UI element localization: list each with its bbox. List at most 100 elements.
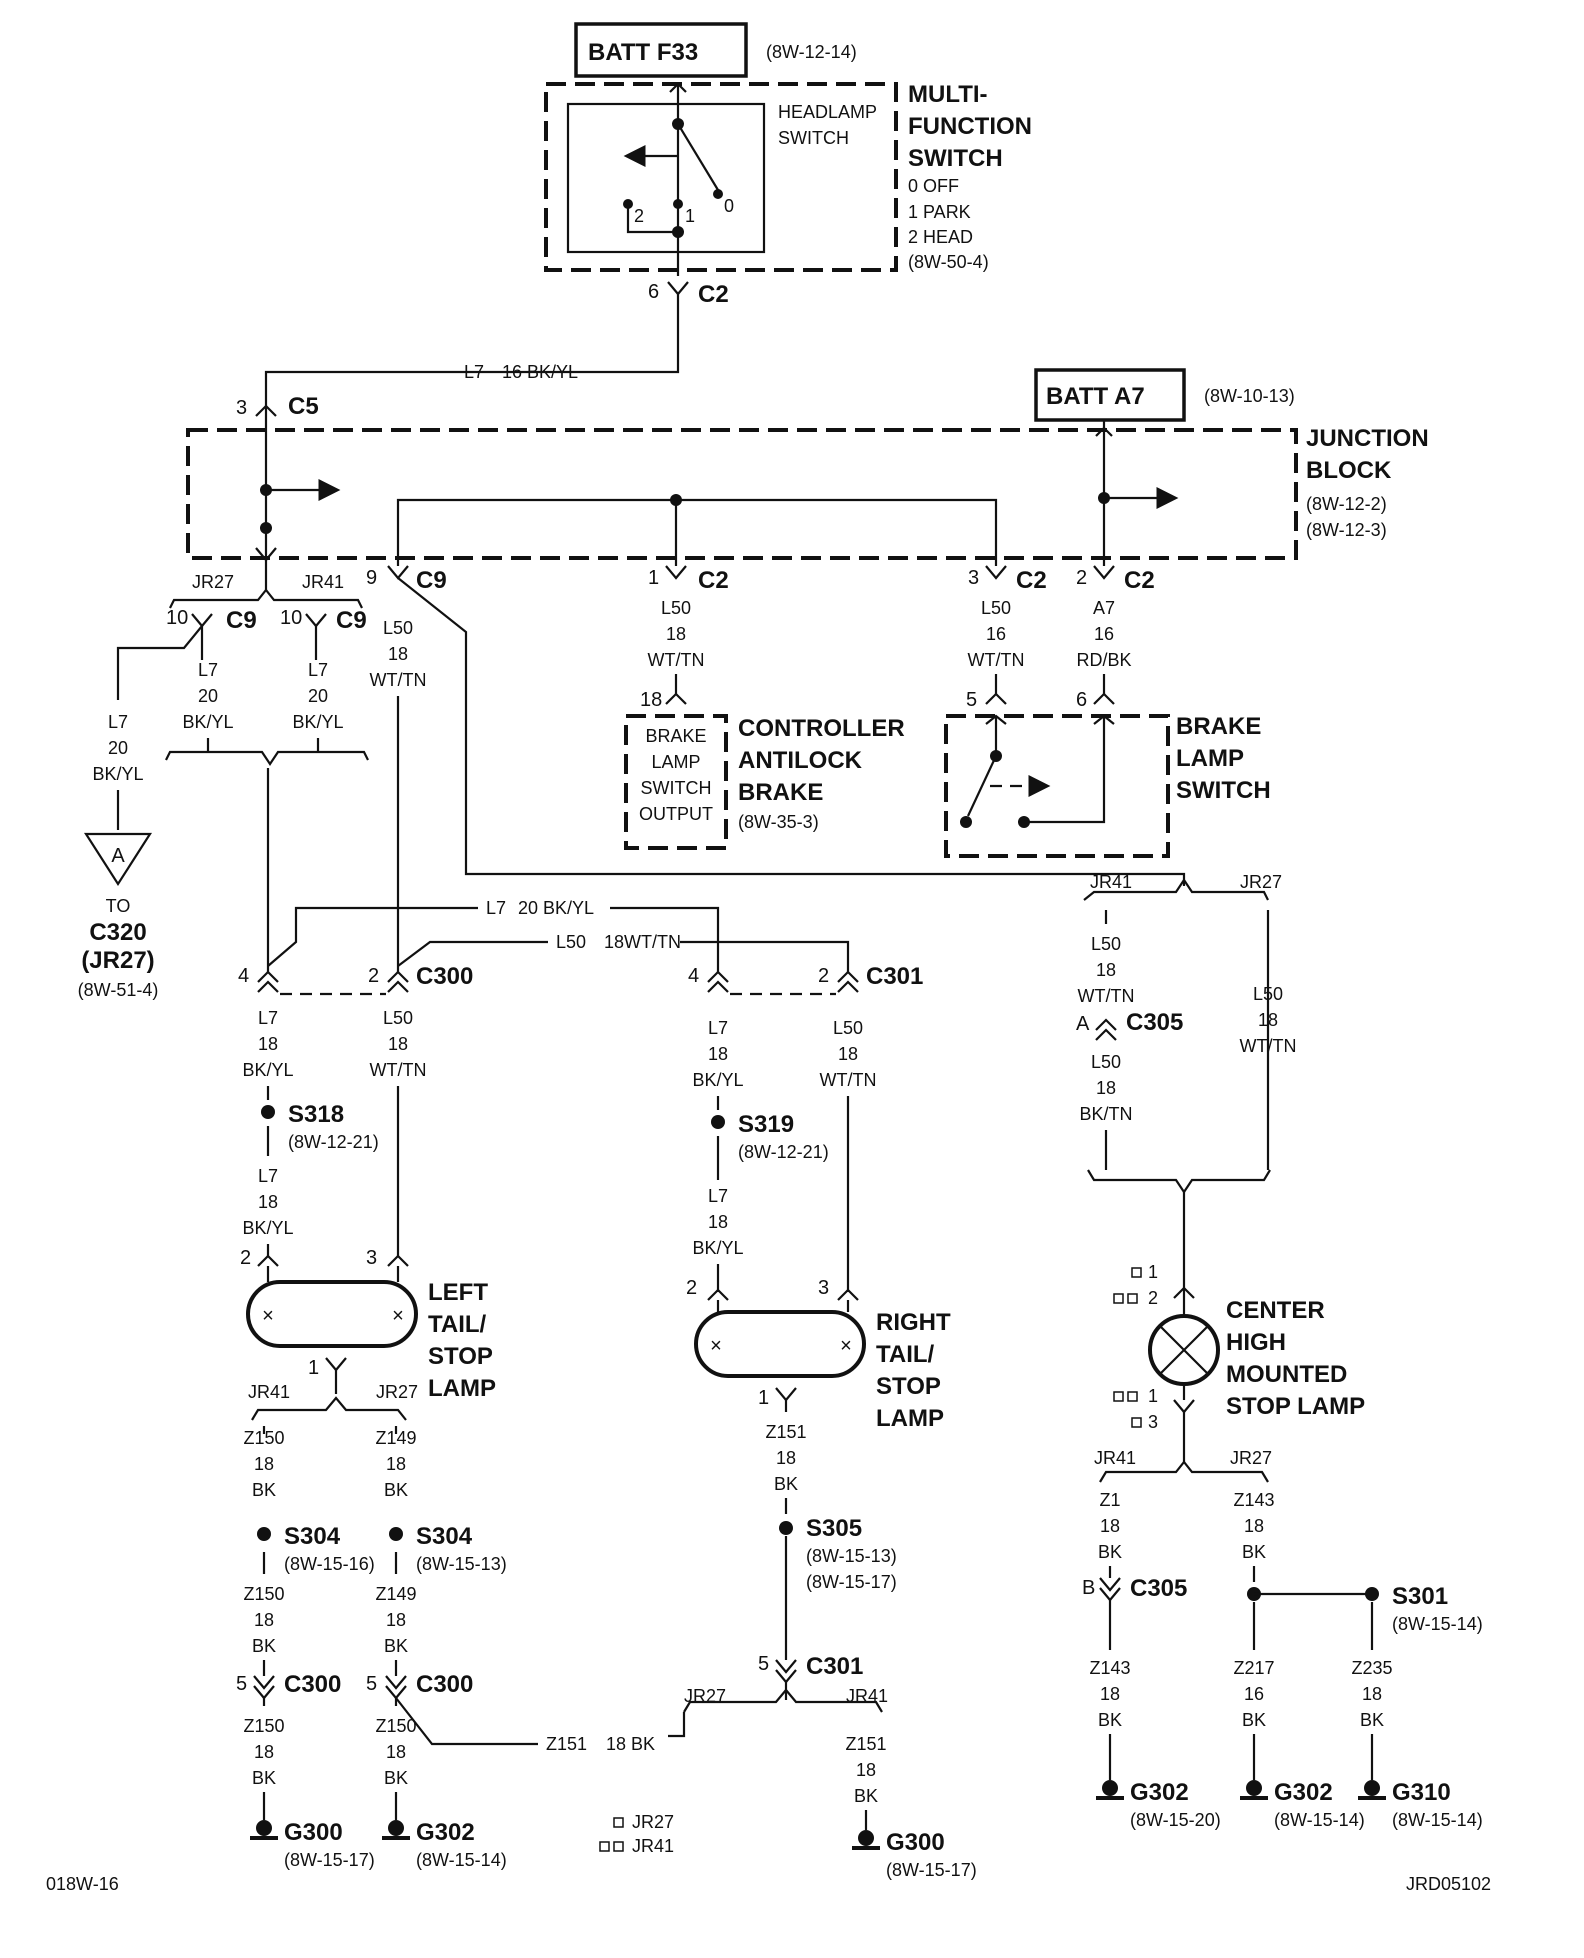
c2b-pin: 3 — [968, 567, 979, 589]
w-l50-18b-size: 18 — [838, 1044, 858, 1064]
c300b1-name: C300 — [284, 1671, 341, 1698]
w-bls1-id: L50 — [981, 598, 1011, 618]
conn-a-name: C320 — [89, 919, 146, 946]
rlamp-title-1: RIGHT — [876, 1309, 951, 1336]
c9-pin: 9 — [366, 567, 377, 589]
w-cab-size: 18 — [666, 624, 686, 644]
w-z1-size: 18 — [1100, 1516, 1120, 1536]
w-z151b-size: 18 — [856, 1760, 876, 1780]
ground-g302-left: G302 (8W-15-14) — [382, 1819, 507, 1870]
c9l-pin-2: 10 — [280, 607, 302, 629]
g310-ref: (8W-15-14) — [1392, 1810, 1483, 1830]
splice-s318-dot — [261, 1105, 275, 1119]
w-z149a-id: Z149 — [375, 1428, 416, 1448]
w-z150a-size: 18 — [254, 1454, 274, 1474]
mfs-title-3: SWITCH — [908, 145, 1003, 172]
c305a-pin: A — [1076, 1013, 1090, 1035]
jb-connectors: 9 C9 1 C2 3 C2 2 C2 — [255, 547, 1155, 594]
w-bls2-color: RD/BK — [1076, 650, 1131, 670]
wire-l50h-spec: 18WT/TN — [604, 932, 681, 952]
ground-icon — [256, 1820, 272, 1836]
cab-pin: 18 — [640, 689, 662, 711]
c9l-pin-1: 10 — [166, 607, 188, 629]
w-z151b-id: Z151 — [845, 1734, 886, 1754]
llamp-title-2: TAIL/ — [428, 1311, 487, 1338]
bls-title-3: SWITCH — [1176, 777, 1271, 804]
mfs-conn-c2: C2 — [698, 281, 729, 308]
wire-l7h-spec: 20 BK/YL — [518, 898, 594, 918]
w-z149b-id: Z149 — [375, 1584, 416, 1604]
connector-a-c320: A TO C320 (JR27) (8W-51-4) — [78, 832, 158, 1000]
g302b-ref: (8W-15-20) — [1130, 1810, 1221, 1830]
g300a-name: G300 — [284, 1819, 343, 1846]
lb-jr27: JR27 — [376, 1382, 418, 1402]
w-chm2-id: L50 — [1091, 1052, 1121, 1072]
wire-l50h-id: L50 — [556, 932, 586, 952]
chmsl-ground-circuits: Z1 18 BK B C305 Z143 18 BK Z143 18 BK S3… — [1082, 1490, 1483, 1780]
legend-jr41: JR41 — [632, 1836, 674, 1856]
s319-name: S319 — [738, 1111, 794, 1138]
rlamp-pin-1: 1 — [758, 1387, 769, 1409]
mfs-pos-0: 0 OFF — [908, 176, 959, 196]
batt-f33-ref: (8W-12-14) — [766, 42, 857, 62]
w-z149b-color: BK — [384, 1636, 408, 1656]
rb-jr41: JR41 — [846, 1686, 888, 1706]
cb-jr41: JR41 — [1094, 1448, 1136, 1468]
w-z1-id: Z1 — [1099, 1490, 1120, 1510]
ground-g300-right: G300 (8W-15-17) — [852, 1829, 977, 1880]
wire-z151h-id: Z151 — [546, 1734, 587, 1754]
chm-pin-p4: 3 — [1148, 1412, 1158, 1432]
bls-title-2: LAMP — [1176, 745, 1244, 772]
mfs-pos-1: 1 PARK — [908, 202, 971, 222]
w-z150c-id: Z150 — [243, 1716, 284, 1736]
w-z150d-id: Z150 — [375, 1716, 416, 1736]
bls-title-1: BRAKE — [1176, 713, 1261, 740]
g302a-name: G302 — [416, 1819, 475, 1846]
brake-lamp-switch: 5 6 BRAKE LAMP SWITCH — [944, 689, 1271, 858]
wire-c9-to-chmsl — [397, 577, 1186, 886]
splice-s304b-dot — [389, 1527, 403, 1541]
w-chm3-color: WT/TN — [1240, 1036, 1297, 1056]
s318-name: S318 — [288, 1101, 344, 1128]
left-c9-splice: JR27 JR41 10 C9 10 C9 — [116, 560, 369, 766]
c2b-name: C2 — [1016, 567, 1047, 594]
w-z149a-size: 18 — [386, 1454, 406, 1474]
w-z150c-size: 18 — [254, 1742, 274, 1762]
c305a-name: C305 — [1126, 1009, 1183, 1036]
w-z143a-id: Z143 — [1233, 1490, 1274, 1510]
s305-name: S305 — [806, 1515, 862, 1542]
junction-block: JUNCTION BLOCK (8W-12-2) (8W-12-3) — [186, 416, 1429, 566]
w-left-b-size: 20 — [198, 686, 218, 706]
ground-g302-chm-2: G302 (8W-15-14) — [1240, 1779, 1365, 1830]
chm-pin-p2: 2 — [1148, 1288, 1158, 1308]
w-l7-18d-id: L7 — [708, 1186, 728, 1206]
c9l-name-1: C9 — [226, 607, 257, 634]
multifunction-switch: HEADLAMP SWITCH 0 1 2 MULTI- FUNCTION SW… — [544, 81, 1032, 308]
w-bls1-size: 16 — [986, 624, 1006, 644]
rlamp-pin-3: 3 — [818, 1277, 829, 1299]
mfs-title-2: FUNCTION — [908, 113, 1032, 140]
w-left-a-id: L7 — [108, 712, 128, 732]
wire-l7h-id: L7 — [486, 898, 506, 918]
w-z149b-size: 18 — [386, 1610, 406, 1630]
cab-ref: (8W-35-3) — [738, 812, 819, 832]
rlamp-title-4: LAMP — [876, 1405, 944, 1432]
llamp-title-1: LEFT — [428, 1279, 488, 1306]
splice-s301-dot — [1365, 1587, 1379, 1601]
w-l7-18d-size: 18 — [708, 1212, 728, 1232]
w-l7-18c-color: BK/YL — [242, 1218, 293, 1238]
w-l50-18b-color: WT/TN — [820, 1070, 877, 1090]
chm-pin-p1: 1 — [1148, 1262, 1158, 1282]
w-z143b-id: Z143 — [1089, 1658, 1130, 1678]
s304b-ref: (8W-15-13) — [416, 1554, 507, 1574]
w-z1-color: BK — [1098, 1542, 1122, 1562]
w-l7-18c-size: 18 — [258, 1192, 278, 1212]
c301b-pin: 5 — [758, 1653, 769, 1675]
mfs-pos-2: 2 HEAD — [908, 227, 973, 247]
legend: JR27 JR41 — [599, 1812, 674, 1856]
w-chm1-color: WT/TN — [1078, 986, 1135, 1006]
w-bls2-id: A7 — [1093, 598, 1115, 618]
chm-splice-jr41: JR41 — [1090, 872, 1132, 892]
splice-jr41: JR41 — [302, 572, 344, 592]
